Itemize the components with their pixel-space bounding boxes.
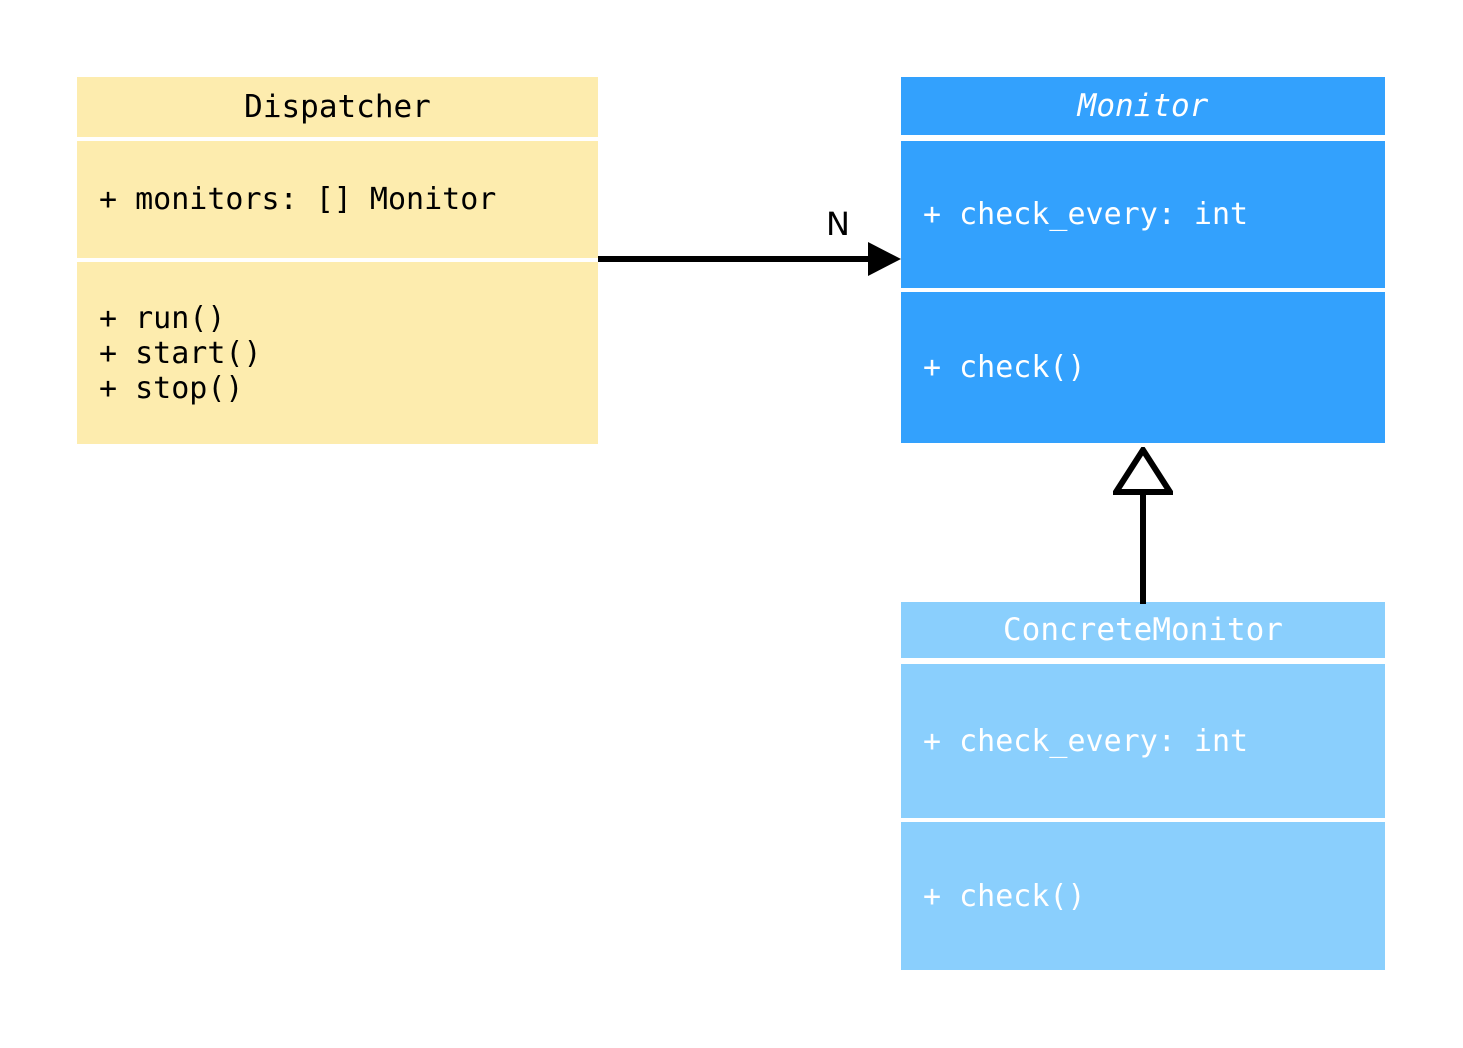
class-attributes-concrete-monitor: + check_every: int (901, 664, 1385, 818)
class-title-monitor: Monitor (901, 77, 1385, 135)
association-arrowhead-icon (868, 242, 901, 276)
class-box-concrete-monitor[interactable]: ConcreteMonitor + check_every: int + che… (901, 602, 1385, 970)
attribute-row: + monitors: [] Monitor (99, 182, 497, 217)
method-row: + run() (99, 300, 226, 336)
class-box-monitor[interactable]: Monitor + check_every: int + check() (901, 77, 1385, 443)
class-box-dispatcher[interactable]: Dispatcher + monitors: [] Monitor + run(… (77, 77, 598, 444)
method-row: + stop() (99, 370, 244, 406)
association-line-dispatcher-monitor (598, 256, 881, 262)
class-attributes-monitor: + check_every: int (901, 141, 1385, 288)
class-methods-dispatcher: + run() + start() + stop() (77, 262, 598, 444)
attribute-row: + check_every: int (923, 197, 1249, 232)
association-multiplicity-label: N (826, 205, 850, 243)
class-title-concrete-monitor: ConcreteMonitor (901, 602, 1385, 658)
generalization-hollow-triangle-icon (1113, 447, 1173, 495)
class-methods-monitor: + check() (901, 292, 1385, 443)
method-row: + check() (923, 350, 1086, 385)
method-row: + start() (99, 335, 262, 371)
method-row: + check() (923, 878, 1086, 914)
class-attributes-dispatcher: + monitors: [] Monitor (77, 141, 598, 258)
class-methods-concrete-monitor: + check() (901, 822, 1385, 970)
attribute-row: + check_every: int (923, 723, 1249, 759)
class-title-dispatcher: Dispatcher (77, 77, 598, 137)
generalization-line-concrete-monitor (1140, 488, 1146, 604)
